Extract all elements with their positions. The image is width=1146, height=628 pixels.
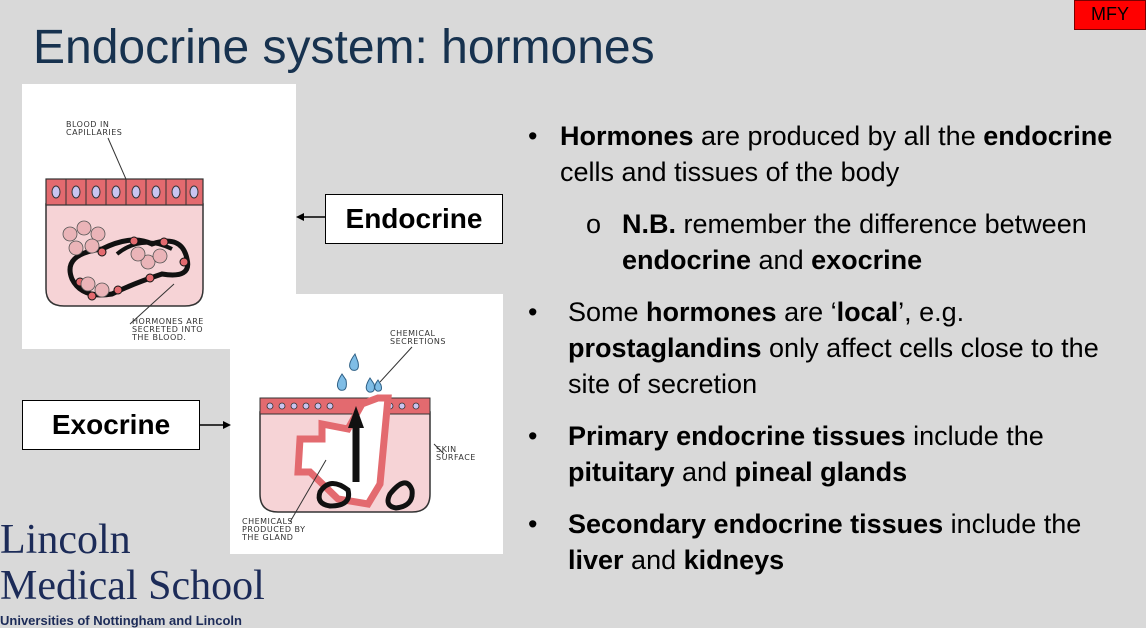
bullet-dot: •	[528, 297, 538, 327]
sub-bullet-nb: o N.B. remember the difference between e…	[528, 206, 1138, 278]
exo-caption-surface: SURFACE	[436, 453, 476, 462]
bullet-hormones-produced: • Hormones are produced by all the endoc…	[528, 118, 1138, 190]
exo-caption-chemical: CHEMICAL	[390, 329, 435, 338]
endo-caption-blood-end: THE BLOOD.	[131, 333, 186, 342]
endo-caption-secreted: SECRETED INTO	[132, 325, 203, 334]
logo-medical-school: Medical School	[0, 563, 265, 609]
exo-caption-skin: SKIN	[436, 445, 457, 454]
endo-caption-blood: BLOOD IN	[66, 120, 109, 129]
bullet-list: • Hormones are produced by all the endoc…	[528, 118, 1138, 578]
logo-lincoln: Lincoln	[0, 517, 131, 563]
bullet-dot: •	[528, 421, 538, 451]
endocrine-arrow-icon	[296, 213, 325, 221]
endo-caption-hormones: HORMONES ARE	[132, 317, 204, 326]
slide-title: Endocrine system: hormones	[33, 21, 655, 74]
endo-caption-capillaries: CAPILLARIES	[66, 128, 122, 137]
exo-caption-chemicals: CHEMICALS	[242, 517, 293, 526]
sub-bullet-dot: o	[586, 209, 602, 239]
exocrine-label: Exocrine	[22, 400, 200, 450]
endocrine-label: Endocrine	[325, 194, 503, 244]
bullet-primary-tissues: • Primary endocrine tissues include the …	[528, 418, 1138, 490]
exo-caption-produced: PRODUCED BY	[242, 525, 305, 534]
exo-caption-gland: THE GLAND	[241, 533, 293, 542]
bullet-local-hormones: • Some hormones are ‘local’, e.g. prosta…	[528, 294, 1138, 402]
bullet-dot: •	[528, 121, 538, 151]
mfy-badge: MFY	[1074, 0, 1146, 30]
exocrine-arrow-icon	[200, 421, 231, 429]
endocrine-diagram: BLOOD IN CAPILLARIES	[22, 84, 296, 349]
logo-universities: Universities of Nottingham and Lincoln	[0, 613, 242, 628]
bullet-dot: •	[528, 509, 538, 539]
exo-caption-secretions: SECRETIONS	[390, 337, 446, 346]
bullet-secondary-tissues: • Secondary endocrine tissues include th…	[528, 506, 1138, 578]
exocrine-diagram: CHEMICAL SECRETIONS SKIN SURFACE CHEMICA…	[230, 294, 503, 554]
